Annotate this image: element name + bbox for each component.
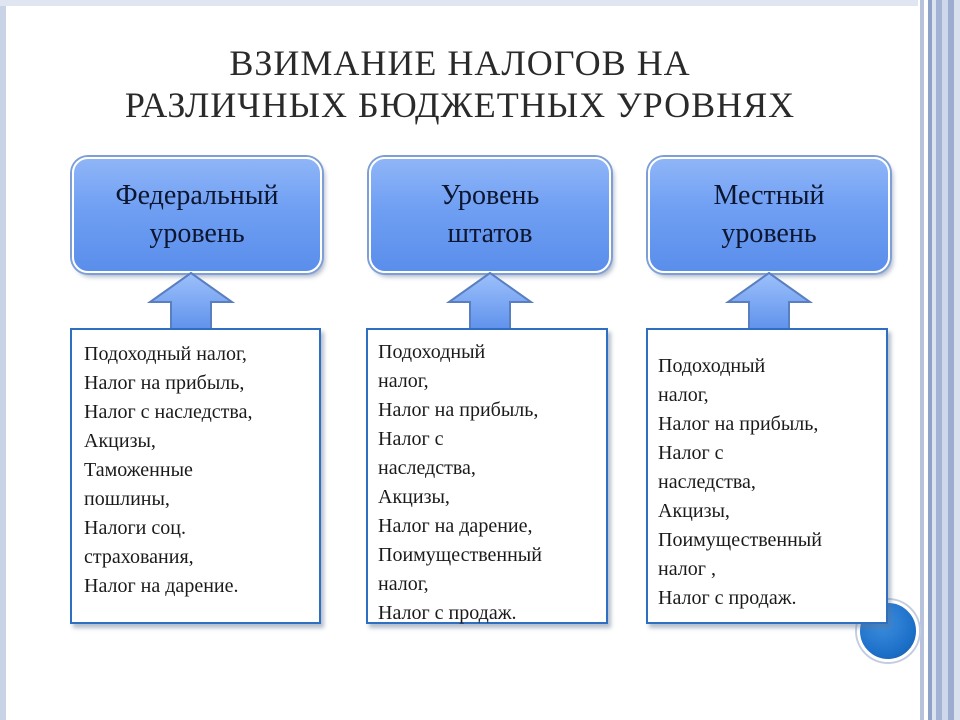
federal-tax-line: Налог с наследства, [84, 401, 253, 423]
federal-taxes-box: Подоходный налог, Налог на прибыль, Нало… [70, 328, 321, 624]
state-tax-line: Налог на дарение, [378, 515, 533, 537]
local-tax-line: Акцизы, [658, 500, 730, 522]
federal-tax-line: Налоги соц. [84, 517, 186, 539]
state-taxes-box: Подоходный налог, Налог на прибыль, Нало… [366, 328, 608, 624]
local-level-box: Местный уровень [648, 157, 890, 273]
slide-frame-left [0, 0, 6, 720]
state-tax-line: налог, [378, 573, 429, 595]
state-tax-line: Поимущественный [378, 544, 542, 566]
slide-title-line-2: РАЗЛИЧНЫХ БЮДЖЕТНЫХ УРОВНЯХ [124, 85, 796, 125]
federal-tax-line: Подоходный налог, [84, 343, 247, 365]
slide-frame-top [0, 0, 918, 6]
local-tax-line: Подоходный [658, 355, 766, 377]
federal-tax-line: страхования, [84, 546, 194, 568]
local-tax-line: Налог на прибыль, [658, 413, 819, 435]
federal-up-arrow-icon [146, 271, 236, 331]
federal-tax-line: Акцизы, [84, 430, 156, 452]
local-level-label-line-1: Местный [713, 180, 825, 211]
local-up-arrow-icon [724, 271, 814, 331]
state-tax-line: Налог с [378, 428, 444, 450]
state-tax-line: Налог на прибыль, [378, 399, 539, 421]
slide-title-line-1: ВЗИМАНИЕ НАЛОГОВ НА [229, 43, 691, 83]
state-tax-line: налог, [378, 370, 429, 392]
slide-title: ВЗИМАНИЕ НАЛОГОВ НА РАЗЛИЧНЫХ БЮДЖЕТНЫХ … [60, 42, 860, 126]
federal-tax-line: Налог на дарение. [84, 575, 239, 597]
federal-level-label-line-2: уровень [149, 218, 245, 249]
state-level-label-line-1: Уровень [440, 180, 540, 211]
local-tax-line: наследства, [658, 471, 756, 493]
federal-level-box: Федеральный уровень [72, 157, 322, 273]
state-tax-line: наследства, [378, 457, 476, 479]
local-tax-line: Поимущественный [658, 529, 822, 551]
local-tax-line: налог , [658, 558, 716, 580]
state-up-arrow-icon [445, 271, 535, 331]
local-taxes-box: Подоходный налог, Налог на прибыль, Нало… [646, 328, 888, 624]
state-level-box: Уровень штатов [369, 157, 611, 273]
decorative-stripes [918, 0, 960, 720]
local-tax-line: налог, [658, 384, 709, 406]
state-tax-line: Налог с продаж. [378, 602, 517, 624]
federal-tax-line: пошлины, [84, 488, 170, 510]
local-tax-line: Налог с продаж. [658, 587, 797, 609]
local-level-label-line-2: уровень [721, 218, 817, 249]
state-tax-line: Подоходный [378, 341, 486, 363]
state-level-label-line-2: штатов [447, 218, 533, 249]
state-tax-line: Акцизы, [378, 486, 450, 508]
federal-level-label-line-1: Федеральный [115, 180, 279, 211]
federal-tax-line: Налог на прибыль, [84, 372, 245, 394]
local-tax-line: Налог с [658, 442, 724, 464]
federal-tax-line: Таможенные [84, 459, 193, 481]
